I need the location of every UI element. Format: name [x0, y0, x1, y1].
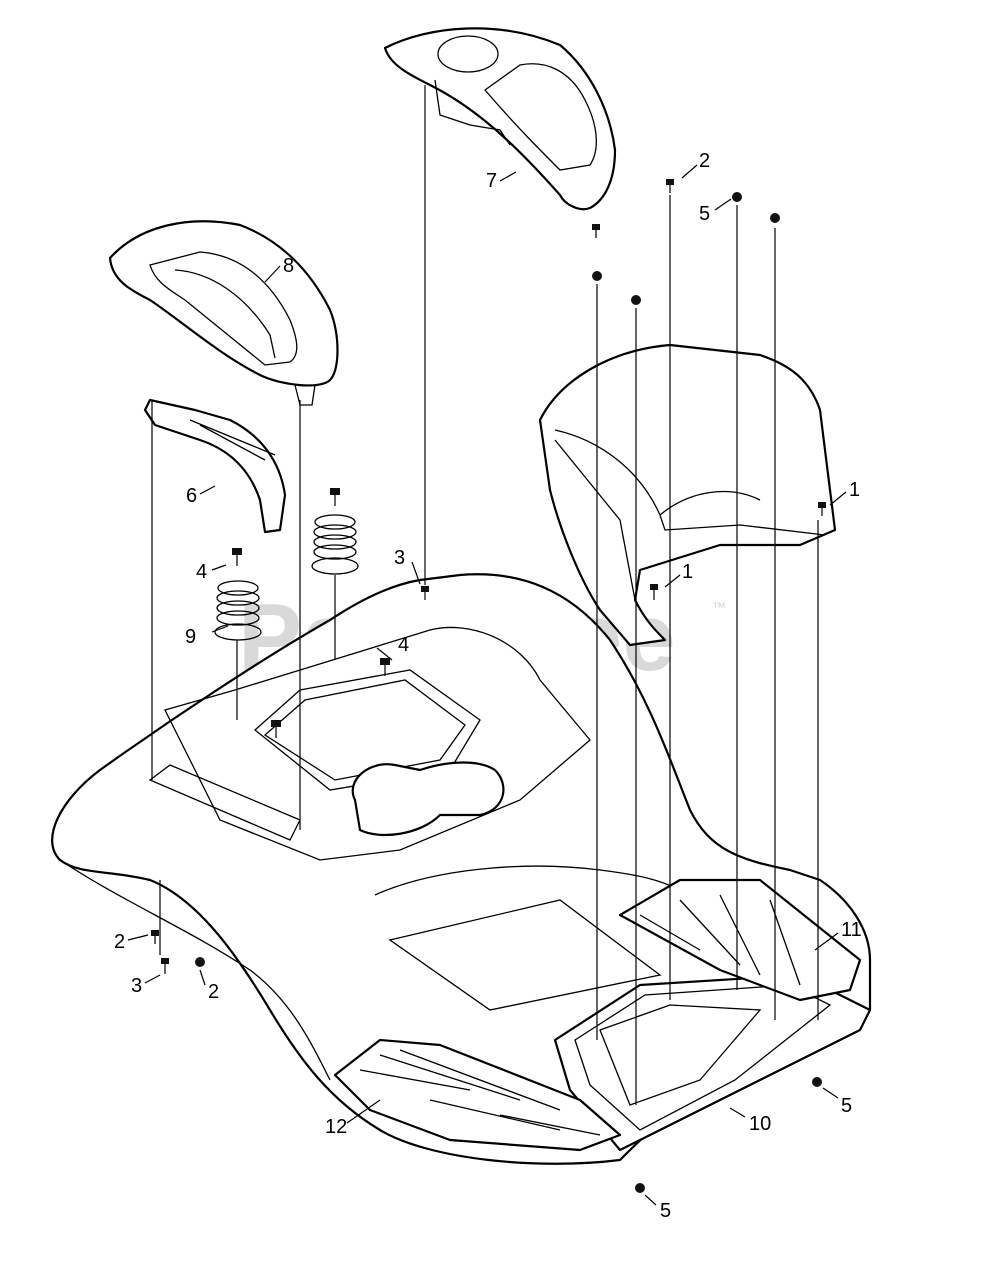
callout-12: 12: [325, 1116, 347, 1138]
callout-2-left: 2: [114, 931, 125, 953]
bolt-icon: [650, 584, 658, 600]
bolt-icon: [818, 502, 826, 516]
bolt-icon: [151, 930, 159, 944]
callout-9: 9: [185, 626, 196, 648]
console-cover: [108, 220, 339, 406]
callout-6: 6: [186, 485, 197, 507]
bracket: [143, 398, 287, 534]
assembly-lines: [151, 85, 819, 1105]
spring-icon-left: [214, 580, 262, 641]
callout-3-left: 3: [131, 975, 142, 997]
callout-11: 11: [841, 919, 862, 941]
nut-icon: [635, 1183, 645, 1193]
callout-5-top: 5: [699, 203, 710, 225]
callout-1-lower: 1: [682, 561, 693, 583]
callout-1-seat: 1: [849, 479, 860, 501]
nut-icon: [631, 295, 641, 305]
bolt-icon: [666, 179, 674, 193]
nut-icon: [592, 271, 602, 281]
nut-icon: [812, 1077, 822, 1087]
callout-3-top: 3: [394, 547, 405, 569]
cup-holder-console: [383, 27, 617, 211]
callout-4-left: 4: [196, 561, 207, 583]
callout-5-bottom: 5: [660, 1200, 671, 1222]
spring-icon-right: [311, 514, 359, 575]
callout-4-right: 4: [398, 634, 409, 656]
callout-leaders: [127, 164, 847, 1206]
callout-7: 7: [486, 170, 497, 192]
bolt-icon: [232, 548, 242, 566]
nut-icon: [770, 213, 780, 223]
callout-8: 8: [283, 255, 294, 277]
nut-icon: [195, 957, 205, 967]
fender-body: [51, 573, 872, 1165]
bolt-icon: [271, 720, 281, 738]
bolt-icon: [161, 958, 169, 974]
bolt-icon: [330, 488, 340, 506]
callout-2-bottom: 2: [208, 981, 219, 1003]
seat-pan: [538, 343, 837, 647]
callout-2-top: 2: [699, 150, 710, 172]
callout-5-right: 5: [841, 1095, 852, 1117]
bolt-icon: [421, 586, 429, 600]
bolt-icon: [380, 658, 390, 676]
bolt-icon: [592, 224, 600, 238]
watermark-trademark: ™: [712, 599, 726, 615]
callout-10: 10: [749, 1113, 771, 1135]
nut-icon: [732, 192, 742, 202]
callout-labels: 7 2 5 8 6 3 4 9 4 1 1 2 3 2 11 12 10 5 5: [114, 150, 862, 1222]
